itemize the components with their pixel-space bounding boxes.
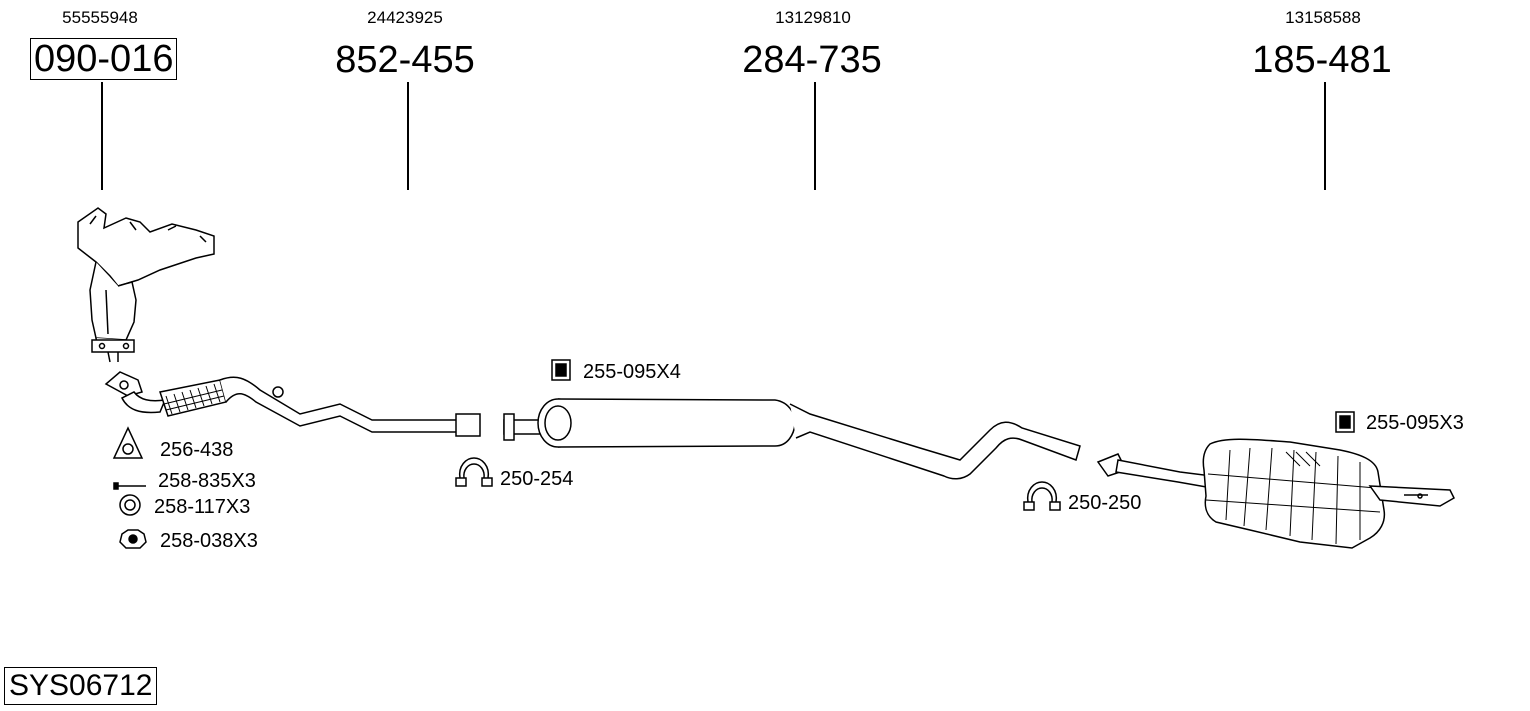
rubber-mount-icon: [1335, 411, 1355, 433]
rubber-mount-icon: [551, 359, 571, 381]
oe-number-3: 13129810: [775, 8, 851, 27]
accessory-label-255-095X3[interactable]: 255-095X3: [1366, 412, 1464, 434]
part-number-1[interactable]: 090-016: [30, 38, 178, 80]
accessory-label-250-250[interactable]: 250-250: [1068, 492, 1142, 514]
system-code: SYS06712: [4, 667, 158, 705]
nut-icon: [119, 529, 147, 549]
accessory-label-258-038X3[interactable]: 258-038X3: [160, 530, 258, 552]
rear-muffler-drawing: [1096, 438, 1455, 549]
oe-number-2: 24423925: [367, 8, 443, 27]
accessory-label-258-117X3[interactable]: 258-117X3: [154, 496, 251, 518]
part-number-3[interactable]: 284-735: [742, 39, 882, 81]
oe-number-1: 55555948: [62, 8, 138, 27]
bolt-icon: [113, 482, 146, 490]
accessory-label-255-095X4[interactable]: 255-095X4: [583, 361, 681, 383]
manifold-catalyst-drawing: [77, 207, 215, 363]
clamp-icon: [1023, 481, 1061, 511]
center-muffler-drawing: [503, 398, 1081, 480]
part-number-2[interactable]: 852-455: [335, 39, 475, 81]
front-pipe-drawing: [104, 371, 481, 437]
accessory-label-258-835X3[interactable]: 258-835X3: [158, 470, 256, 492]
washer-icon: [119, 494, 141, 516]
clamp-icon: [455, 457, 493, 487]
gasket-icon: [112, 426, 144, 459]
accessory-label-256-438[interactable]: 256-438: [160, 439, 234, 461]
accessory-label-250-254[interactable]: 250-254: [500, 468, 574, 490]
oe-number-4: 13158588: [1285, 8, 1361, 27]
part-number-4[interactable]: 185-481: [1252, 39, 1392, 81]
